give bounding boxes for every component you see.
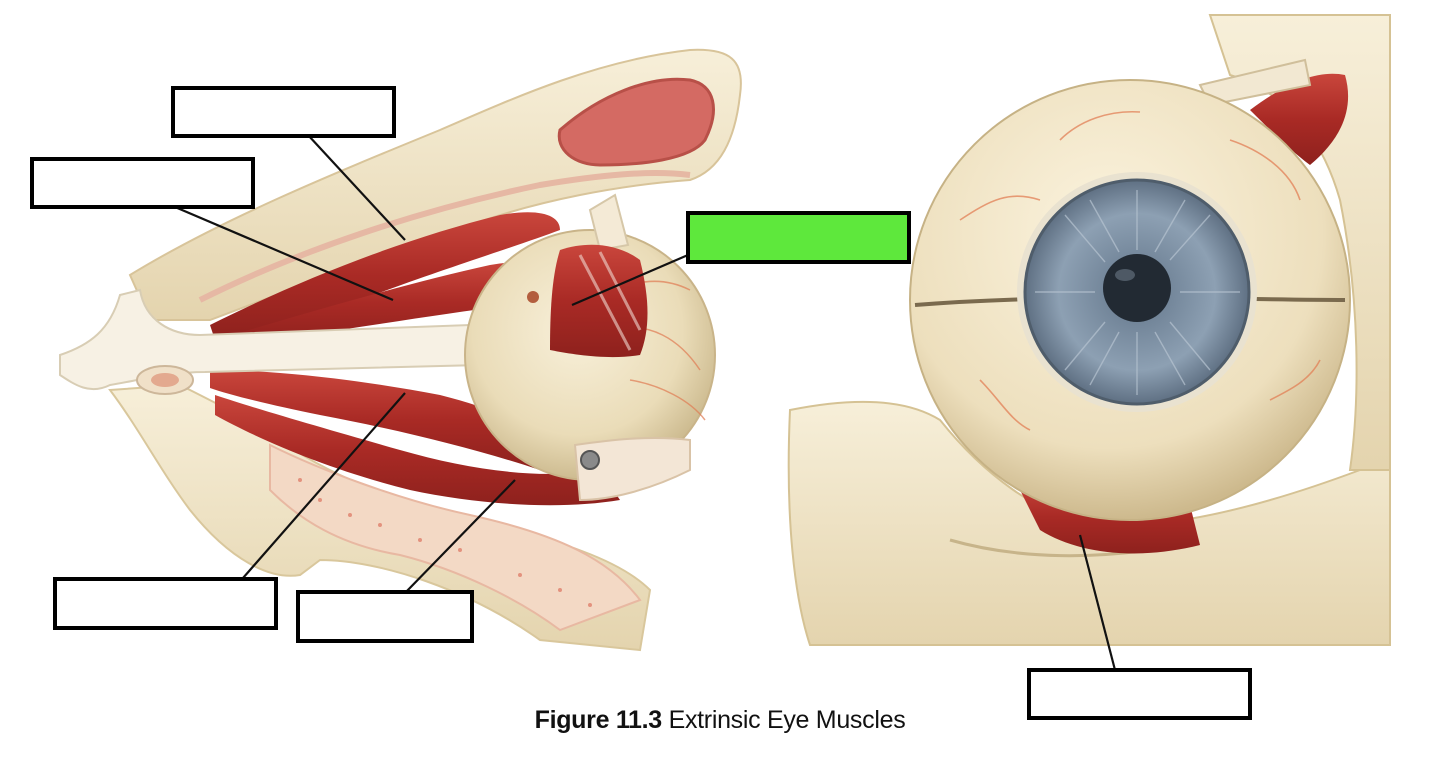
superior-oblique-insertion — [550, 244, 648, 358]
right-superior-muscle — [1250, 73, 1349, 165]
frontal-sinus — [557, 77, 715, 167]
levator-muscle — [210, 212, 560, 340]
right-eye-model — [787, 14, 1391, 646]
optic-nerve — [59, 288, 482, 391]
left-eye-model — [59, 48, 742, 652]
figure-caption: Figure 11.3 Extrinsic Eye Muscles — [0, 706, 1440, 735]
leader-lines — [174, 134, 1117, 671]
superior-oblique-tendon — [588, 193, 630, 252]
label-box-bottom-left[interactable] — [53, 577, 278, 630]
inferior-rectus-muscle — [210, 370, 560, 470]
pupil — [1103, 254, 1171, 322]
label-box-highlighted[interactable] — [686, 211, 911, 264]
label-box-bottom-right[interactable] — [1027, 668, 1252, 720]
figure-title: Extrinsic Eye Muscles — [668, 706, 906, 734]
superior-rectus-muscle — [215, 261, 565, 345]
orbit-floor-bone — [269, 443, 642, 632]
inferior-oblique-muscle — [215, 395, 620, 506]
label-box-bottom-middle[interactable] — [296, 590, 474, 643]
label-box-top-left-upper[interactable] — [171, 86, 396, 138]
label-box-top-left-lower[interactable] — [30, 157, 255, 209]
figure-number: Figure 11.3 — [534, 706, 663, 734]
